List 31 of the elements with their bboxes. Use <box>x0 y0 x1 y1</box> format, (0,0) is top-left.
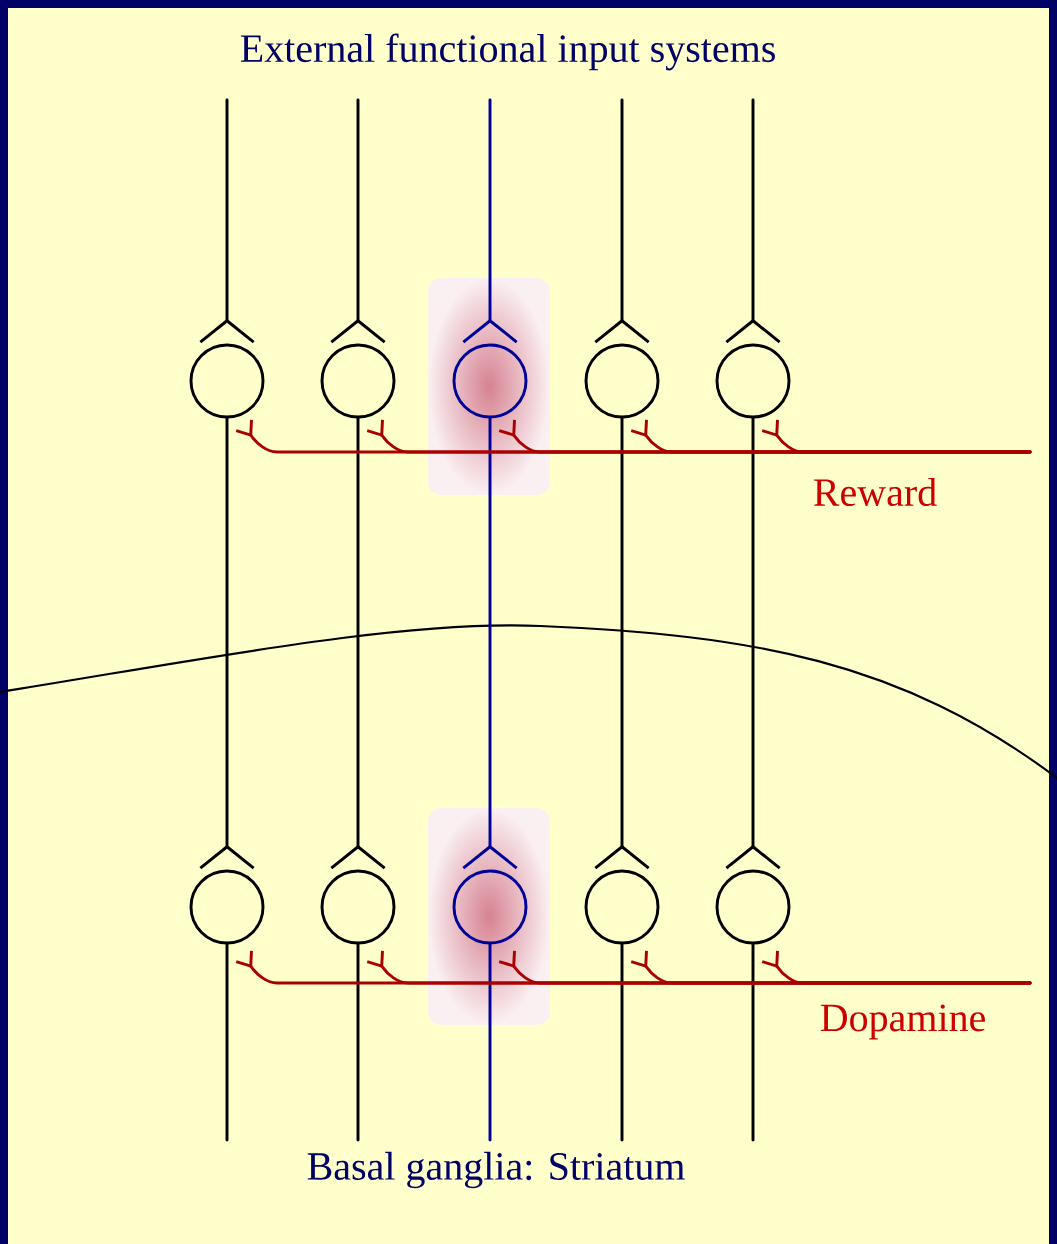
fiber-line <box>761 950 1032 985</box>
axon-line <box>751 943 755 1142</box>
neuron-circle <box>189 343 265 419</box>
axon-line <box>330 417 386 870</box>
axon-line <box>225 943 229 1142</box>
axon-line <box>462 417 518 870</box>
axon-line <box>356 943 360 1142</box>
neuron-circle <box>584 869 660 945</box>
axon-line <box>725 98 781 344</box>
axon-line <box>199 417 255 870</box>
label-text: Reward <box>813 477 937 507</box>
axon-line <box>594 417 650 870</box>
axon-line <box>488 943 492 1142</box>
axon-line <box>725 417 781 870</box>
axon-line <box>330 98 386 344</box>
caption-text: Basal ganglia: Striatum <box>307 1151 685 1189</box>
neuron-circle <box>584 343 660 419</box>
axon-line <box>594 98 650 344</box>
axon-line <box>620 943 624 1142</box>
neuron-circle <box>452 343 528 419</box>
axon-line <box>462 98 518 344</box>
title-text: External functional input systems <box>240 33 775 71</box>
neuron-circle <box>320 869 396 945</box>
fiber-line <box>761 419 1032 454</box>
neuron-circle <box>715 343 791 419</box>
label-text: Dopamine <box>820 1004 985 1040</box>
neuron-circle <box>715 869 791 945</box>
neuron-circle <box>452 869 528 945</box>
axon-line <box>199 98 255 344</box>
neuron-circle <box>320 343 396 419</box>
neuron-circle <box>189 869 265 945</box>
